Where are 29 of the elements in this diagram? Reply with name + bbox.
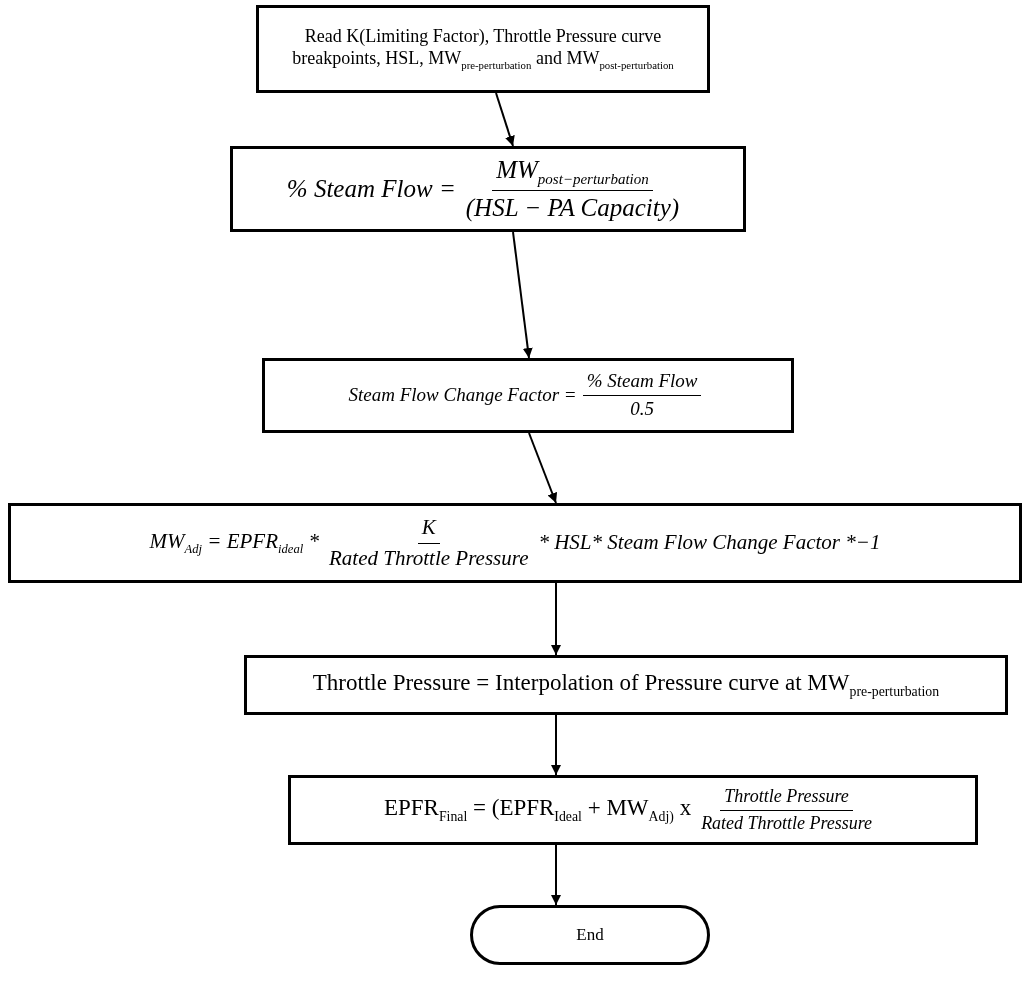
arrow	[551, 714, 561, 776]
terminator	[470, 905, 710, 965]
process-box	[256, 5, 710, 93]
terminator-label: End	[576, 924, 604, 946]
arrow	[512, 231, 533, 359]
process-box	[8, 503, 1022, 583]
numerator: % Steam Flow	[582, 370, 702, 396]
process-text: Throttle Pressure = Interpolation of Pressure curve at MW$_{pre-perturbation}$	[312, 669, 940, 701]
formula-text: EPFR$_{Final}$ = (EPFR$_{Ideal}$ + MW$_{Adj)}$ x	[383, 794, 692, 826]
denominator: Rated Throttle Pressure	[327, 544, 530, 571]
process-box	[262, 358, 794, 433]
formula-text: MW$_{Adj}$ = EPFR$_{ideal}$ *	[149, 528, 319, 558]
denominator: (HSL − PA Capacity)	[464, 193, 681, 223]
numerator: K	[417, 515, 440, 544]
denominator: 0.5	[629, 397, 655, 421]
arrow	[551, 844, 561, 906]
formula-text: Steam Flow Change Factor =	[348, 384, 577, 407]
arrow	[528, 432, 558, 504]
formula-text: % Steam Flow =	[286, 174, 456, 204]
process-text: Read K(Limiting Factor), Throttle Pressure curve breakpoints, HSL, MW$_{pre-perturbation}$ and MW$_{post-perturbation}$	[291, 26, 675, 72]
process-box	[230, 146, 746, 232]
arrow	[551, 582, 561, 656]
arrow	[495, 92, 515, 147]
process-box	[288, 775, 978, 845]
process-box	[244, 655, 1008, 715]
formula-text: * HSL* Steam Flow Change Factor *−1	[538, 530, 881, 556]
denominator: Rated Throttle Pressure	[700, 811, 874, 835]
numerator: MW$_{post−perturbation}$	[492, 155, 653, 191]
numerator: Throttle Pressure	[720, 785, 853, 811]
